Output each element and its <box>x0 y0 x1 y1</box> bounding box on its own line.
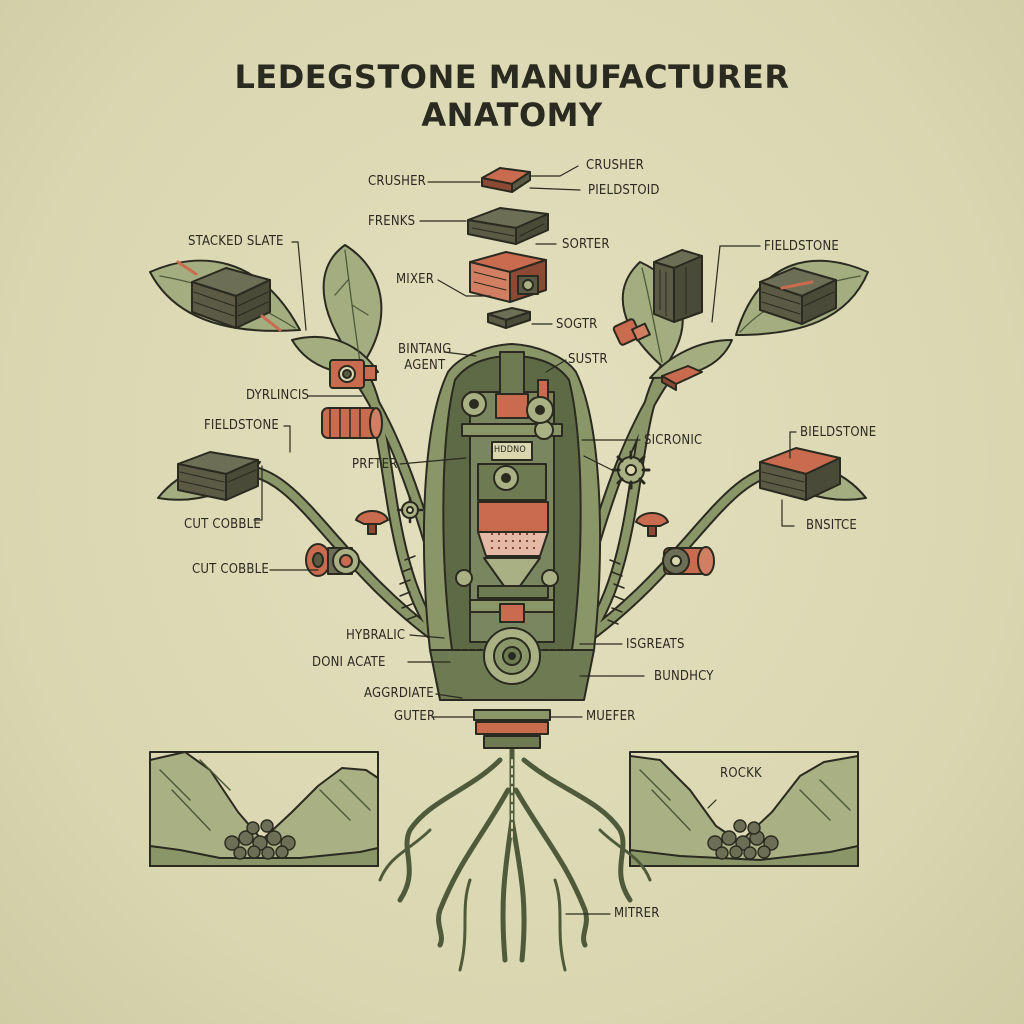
label-hddno: HDDNO <box>494 445 526 455</box>
mixer-machine-icon <box>469 251 547 303</box>
label-pieldstoid: PIELDSTOID <box>588 183 660 198</box>
stacked-stone-block-icon <box>759 447 841 501</box>
label-sustr: SUSTR <box>568 352 608 367</box>
label-bintang-agent: BINTANG AGENT <box>398 342 452 373</box>
label-sicronic: SICRONIC <box>644 433 703 448</box>
stone-slab-icon <box>661 365 703 391</box>
label-rockk: ROCKK <box>720 766 762 781</box>
label-bundhcy: BUNDHCY <box>654 669 714 684</box>
label-guter: GUTER <box>394 709 436 724</box>
label-frenks: FRENKS <box>368 214 416 229</box>
label-dyrlincis: DYRLINCIS <box>246 388 310 403</box>
gear-icon <box>396 496 424 524</box>
quarry-right-icon <box>629 751 859 867</box>
label-cut-cobble-upper: CUT COBBLE <box>184 517 261 532</box>
diagram-title-line-2: ANATOMY <box>421 96 603 134</box>
valve-fitting-icon <box>635 512 669 537</box>
valve-fitting-icon <box>329 359 377 389</box>
label-bnsitce: BNSITCE <box>806 518 857 533</box>
central-manufacturer-body <box>422 343 602 749</box>
valve-fitting-icon <box>662 546 715 576</box>
label-prfter: PRFTER <box>352 457 398 472</box>
stacked-stone-block-icon <box>176 260 282 332</box>
stacked-stone-block-icon <box>759 267 837 325</box>
stone-slab-icon <box>467 207 549 245</box>
label-fieldstone-top-right: FIELDSTONE <box>764 239 839 254</box>
label-isgreats: ISGREATS <box>626 637 685 652</box>
label-muefer: MUEFER <box>586 709 636 724</box>
label-bieldstone: BIELDSTONE <box>800 425 877 440</box>
quarry-left-icon <box>149 751 379 867</box>
label-aggrdiate: AGGRDIATE <box>364 686 434 701</box>
gear-icon <box>455 391 559 587</box>
stacked-stone-block-icon <box>653 249 703 323</box>
valve-fitting-icon <box>612 318 651 346</box>
label-mixer: MIXER <box>396 272 435 287</box>
stone-slab-icon <box>481 167 531 193</box>
label-doni-acate: DONI ACATE <box>312 655 386 670</box>
label-stacked-slate: STACKED SLATE <box>188 234 284 249</box>
label-crusher-right: CRUSHER <box>586 158 644 173</box>
diagram-title-line-1: LEDEGSTONE MANUFACTURER <box>234 58 790 96</box>
label-sogtr: SOGTR <box>556 317 598 332</box>
label-fieldstone-left: FIELDSTONE <box>204 418 279 433</box>
stone-slab-icon <box>487 307 531 329</box>
label-sorter: SORTER <box>562 237 610 252</box>
label-hybralic: HYBRALIC <box>346 628 406 643</box>
label-cut-cobble-lower: CUT COBBLE <box>192 562 269 577</box>
valve-fitting-icon <box>355 510 389 535</box>
label-crusher-left: CRUSHER <box>368 174 426 189</box>
root-system-icon <box>378 745 652 972</box>
stacked-stone-block-icon <box>177 451 259 501</box>
valve-fitting-icon <box>305 543 360 577</box>
valve-fitting-icon <box>321 407 383 439</box>
label-mitrer: MITRER <box>614 906 660 921</box>
gear-icon <box>611 450 651 490</box>
